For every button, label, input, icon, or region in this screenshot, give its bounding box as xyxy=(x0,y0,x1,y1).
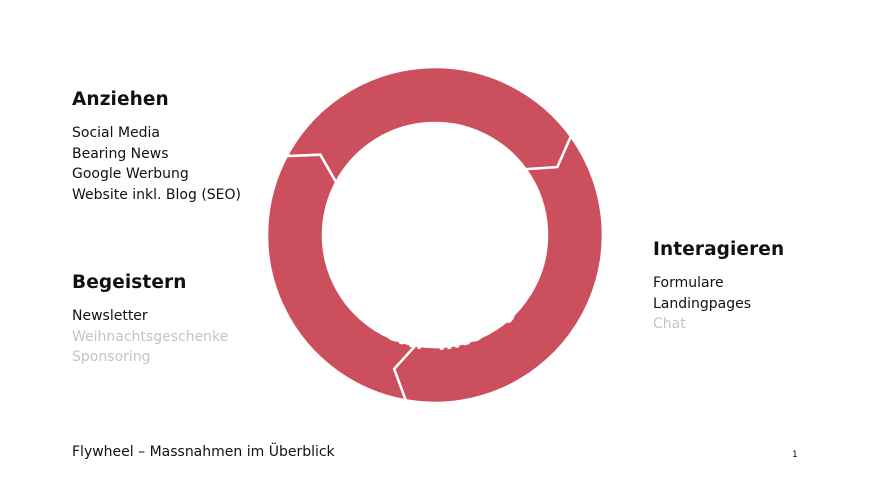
section-title-begeistern: Begeistern xyxy=(72,272,187,293)
list-item: Formulare xyxy=(653,275,724,291)
list-item: Weihnachtsgeschenke xyxy=(72,328,229,345)
flywheel-label-anziehen: Anziehen xyxy=(373,131,497,169)
list-item: Landingpages xyxy=(653,295,752,312)
section-interagieren: Interagieren Formulare Landingpages Chat xyxy=(653,239,784,335)
flywheel-segment-begeistern xyxy=(265,153,419,403)
flywheel-segment-anziehen xyxy=(284,65,573,185)
list-item: Bearing News xyxy=(72,145,169,162)
list-item: Social Media xyxy=(72,125,161,141)
page-number: 1 xyxy=(792,450,798,460)
flywheel-segment-interagieren xyxy=(392,133,605,405)
section-title-anziehen: Anziehen xyxy=(72,89,169,110)
section-anziehen: Anziehen Social Media Bearing News Googl… xyxy=(72,89,241,205)
list-anziehen: Social Media Bearing News Google Werbung… xyxy=(72,123,241,205)
slide-title: Flywheel – Massnahmen im Überblick xyxy=(72,444,335,460)
list-begeistern: Newsletter Weihnachtsgeschenke Sponsorin… xyxy=(72,306,228,368)
list-item: Website inkl. Blog (SEO) xyxy=(72,186,241,203)
list-item: Newsletter xyxy=(72,308,148,324)
section-title-interagieren: Interagieren xyxy=(653,239,785,260)
flywheel-diagram: Anziehen Interagieren Begeistern xyxy=(265,65,605,405)
list-item: Sponsoring xyxy=(72,349,151,365)
section-begeistern: Begeistern Newsletter Weihnachtsgeschenk… xyxy=(72,272,228,368)
list-interagieren: Formulare Landingpages Chat xyxy=(653,273,784,335)
list-item: Google Werbung xyxy=(72,166,189,182)
list-item: Chat xyxy=(653,316,686,332)
